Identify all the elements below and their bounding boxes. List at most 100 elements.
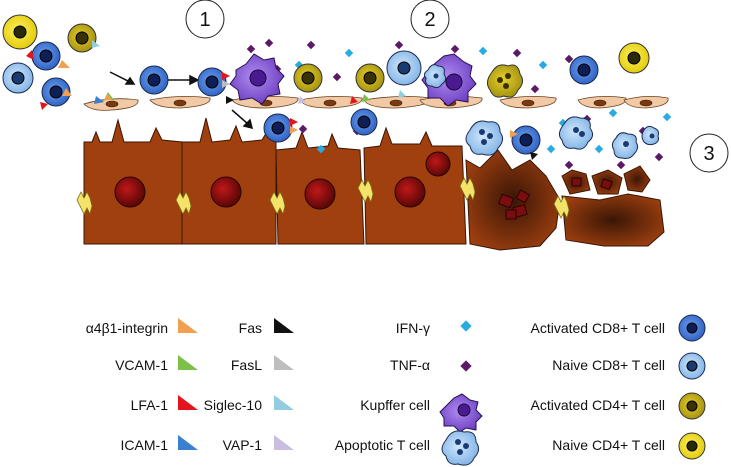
lfa1-marker [350,96,358,104]
nucleus-fragment [515,189,531,204]
migration-arrows [109,71,254,130]
apoptotic-t-cell [611,132,639,159]
red-triangle-icon [178,395,198,410]
activated-cd8-cell-icon [678,314,706,342]
legend-label-kupffer-cell: Kupffer cell [360,397,430,413]
activated-cd8-t-cell [197,67,227,97]
cyan-diamond-icon [460,320,472,332]
apoptotic-cd4-t-cell [486,64,524,98]
fas-marker [226,96,234,104]
nucleus-fragment [571,177,582,187]
activated-cd4-t-cell [355,63,385,93]
purple-diamond-icon [460,360,472,372]
nucleus-fragment [498,193,514,209]
alpha4beta1-integrin-marker [104,94,112,100]
legend-label-ifn-gamma: IFN-γ [396,320,430,336]
engulfed-apoptotic-t-cell [423,64,447,89]
legend-label-alpha4beta1-integrin: α4β1-integrin [86,320,168,336]
alpha4beta1-integrin-marker [510,130,518,138]
step-3-marker: 3 [689,133,729,173]
junction-icon [357,179,374,204]
junction-icon [459,177,476,202]
step-2-marker: 2 [410,0,450,39]
legend-label-naive-cd4: Naive CD4+ T cell [552,437,665,453]
legend-label-vcam1: VCAM-1 [115,357,168,373]
lfa1-marker [222,72,230,80]
legend-label-fasl: FasL [231,357,262,373]
legend-label-lfa1: LFA-1 [131,397,169,413]
hepatocyte-nucleus [304,178,336,210]
icam1-marker [94,96,104,104]
step-1-marker: 1 [185,0,225,39]
receptor-markers [26,40,538,160]
apoptotic-t-cell [558,116,594,150]
activated-cd4-cell-icon [678,392,706,420]
activated-cd4-t-cell [67,23,97,53]
vap1-marker [298,96,306,104]
lavender-triangle-icon [274,435,294,450]
step-2-label: 2 [424,9,435,31]
apoptotic-hepatocyte-2 [561,193,665,247]
light-blue-triangle-icon [274,395,294,410]
lfa1-marker [26,50,34,60]
naive-cd4-t-cell [2,14,38,50]
cell-junctions [76,177,570,220]
green-triangle-icon [178,355,198,370]
endothelial-layer [83,96,669,111]
legend-label-activated-cd4: Activated CD4+ T cell [531,397,666,413]
legend-label-activated-cd8: Activated CD8+ T cell [531,320,666,336]
naive-cd4-cell-icon [678,432,706,460]
activated-cd4-t-cell [293,63,323,93]
activated-cd8-t-cell [263,113,293,143]
siglec10-marker [398,90,406,98]
black-triangle-icon [274,318,294,333]
fas-marker [530,152,538,160]
legend: α4β1-integrin VCAM-1 LFA-1 ICAM-1 Fas Fa… [86,314,706,466]
junction-icon [269,191,286,216]
naive-cd8-cell-icon [678,352,706,380]
naive-cd8-t-cell [386,50,422,86]
legend-column-4: Activated CD8+ T cell Naive CD8+ T cell … [531,314,706,460]
naive-cd8-t-cell [2,62,34,94]
legend-label-vap1: VAP-1 [223,437,263,453]
hepatocyte-nucleus [114,176,146,208]
junction-icon [76,191,93,216]
activated-cd8-t-cell [569,55,599,85]
cell-population [2,14,659,159]
legend-label-fas: Fas [239,320,262,336]
apoptotic-t-cell [465,120,504,156]
activated-cd8-t-cell [139,65,169,95]
apoptotic-t-cell-icon [441,430,480,466]
hepatocyte-nucleus [394,176,426,208]
legend-label-icam1: ICAM-1 [121,437,169,453]
naive-cd4-t-cell [618,42,650,74]
nucleus-fragment [600,178,613,191]
fasl-marker [222,80,230,88]
legend-label-apoptotic-t-cell: Apoptotic T cell [335,437,430,453]
activated-cd8-t-cell [41,77,71,107]
vcam1-marker [362,94,370,102]
lfa1-marker [290,118,298,126]
alpha4beta1-integrin-marker [62,88,72,96]
alpha4beta1-integrin-marker [58,60,70,68]
legend-label-tnf-alpha: TNF-α [390,357,430,373]
kupffer-cell-icon [439,393,483,433]
blue-triangle-icon [178,435,198,450]
lfa1-marker [40,102,48,110]
legend-column-3: IFN-γ TNF-α Kupffer cell Apoptotic T cel… [335,320,483,466]
alpha4beta1-integrin-marker [290,126,298,134]
kupffer-cell [229,53,285,105]
legend-label-naive-cd8: Naive CD8+ T cell [552,357,665,373]
step-3-label: 3 [703,143,714,165]
activated-cd8-t-cell [511,125,541,155]
activated-cd8-t-cell [31,41,61,71]
legend-label-siglec10: Siglec-10 [204,397,263,413]
legend-column-2: Fas FasL Siglec-10 VAP-1 [204,318,294,453]
junction-icon [553,195,570,220]
hepatocyte-nucleus [210,176,242,208]
step-1-label: 1 [199,9,210,31]
activated-cd8-t-cell [350,108,378,136]
junction-icon [175,191,192,216]
hepatocyte-layer [83,117,665,251]
